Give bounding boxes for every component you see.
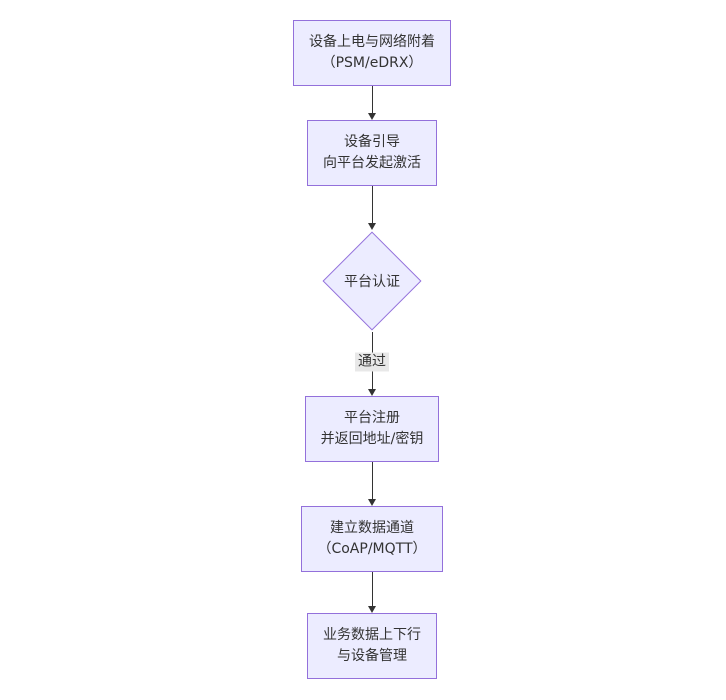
edge-auth-to-register: 通过	[355, 332, 389, 396]
node-label: 平台认证	[344, 274, 400, 290]
node-platform-register: 平台注册 并返回地址/密钥	[304, 396, 440, 462]
arrow-line	[371, 462, 373, 500]
node-label: 业务数据上下行	[323, 627, 421, 643]
arrow-line	[371, 86, 373, 114]
node-label: 并返回地址/密钥	[320, 431, 424, 447]
arrowhead-down-icon	[368, 499, 376, 506]
node-label: 设备上电与网络附着	[309, 34, 435, 50]
arrowhead-down-icon	[368, 113, 376, 120]
arrow-line	[371, 572, 373, 607]
edge-label-pass: 通过	[355, 352, 389, 372]
arrowhead-down-icon	[368, 389, 376, 396]
flowchart-column: 设备上电与网络附着 （PSM/eDRX） 设备引导 向平台发起激活 平台认证 通…	[293, 20, 451, 679]
arrowhead-down-icon	[368, 223, 376, 230]
node-label: （PSM/eDRX）	[321, 55, 423, 71]
decision-platform-auth: 平台认证	[321, 230, 423, 332]
node-power-network-attach: 设备上电与网络附着 （PSM/eDRX）	[293, 20, 451, 86]
node-label: （CoAP/MQTT）	[317, 541, 427, 557]
node-label: 向平台发起激活	[323, 155, 421, 171]
node-label: 与设备管理	[337, 648, 407, 664]
edge-bootstrap-to-auth	[368, 186, 376, 230]
node-data-channel: 建立数据通道 （CoAP/MQTT）	[301, 506, 443, 572]
arrow-line	[371, 186, 373, 224]
edge-attach-to-bootstrap	[368, 86, 376, 120]
node-business-data: 业务数据上下行 与设备管理	[307, 613, 437, 679]
arrowhead-down-icon	[368, 606, 376, 613]
node-device-bootstrap: 设备引导 向平台发起激活	[307, 120, 437, 186]
edge-register-to-channel	[368, 462, 376, 506]
node-label: 平台注册	[344, 410, 400, 426]
edge-channel-to-business	[368, 572, 376, 613]
node-label: 设备引导	[344, 134, 400, 150]
node-label: 建立数据通道	[329, 520, 414, 536]
